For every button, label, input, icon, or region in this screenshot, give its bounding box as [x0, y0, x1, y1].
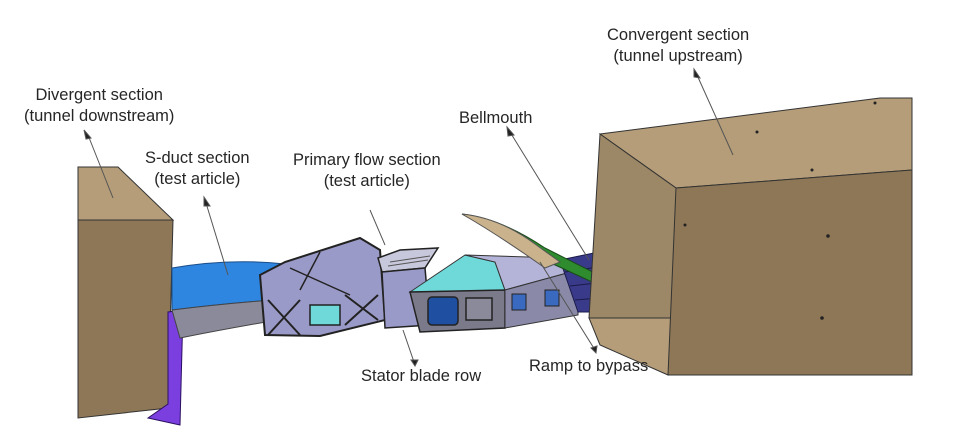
callout-divergent-line1: Divergent section: [35, 86, 163, 104]
leader-ramp: [539, 261, 596, 351]
leader-primary: [369, 209, 386, 246]
callout-divergent-line2: (tunnel downstream): [24, 107, 175, 125]
callout-convergent-line1: Convergent section: [607, 26, 750, 44]
callout-primary-line2: (test article): [323, 172, 410, 190]
leader-lines: [83, 67, 734, 367]
callout-primary-line1: Primary flow section: [293, 151, 441, 169]
convergent-front-face: [667, 169, 913, 376]
primary-window: [427, 296, 459, 326]
divergent-front-face: [77, 219, 174, 419]
callout-divergent-section: Divergent section (tunnel downstream): [24, 85, 174, 127]
callout-ramp-line1: Ramp to bypass: [529, 357, 649, 375]
callout-convergent-line2: (tunnel upstream): [613, 47, 743, 65]
callout-sduct-line2: (test article): [154, 170, 241, 188]
callout-bellmouth-line1: Bellmouth: [459, 109, 533, 127]
callout-convergent-section: Convergent section (tunnel upstream): [607, 25, 749, 67]
leader-sduct: [205, 202, 229, 276]
callout-sduct-line1: S-duct section: [145, 149, 250, 167]
primary-flow-section: [408, 254, 580, 333]
divergent-section: [77, 166, 175, 419]
callout-primary-flow-section: Primary flow section (test article): [293, 150, 441, 192]
callout-bellmouth: Bellmouth: [459, 108, 532, 129]
sduct-window: [309, 304, 341, 326]
convergent-section: [588, 97, 913, 376]
leader-stator: [402, 329, 415, 363]
sduct-frame: [258, 236, 387, 338]
callout-stator-blade-row: Stator blade row: [361, 366, 481, 387]
callout-sduct-section: S-duct section (test article): [145, 148, 250, 190]
leader-bellmouth: [509, 131, 590, 261]
leader-convergent: [696, 74, 734, 156]
leader-divergent: [87, 134, 114, 199]
callout-stator-line1: Stator blade row: [361, 367, 482, 385]
callout-ramp-to-bypass: Ramp to bypass: [529, 356, 648, 377]
